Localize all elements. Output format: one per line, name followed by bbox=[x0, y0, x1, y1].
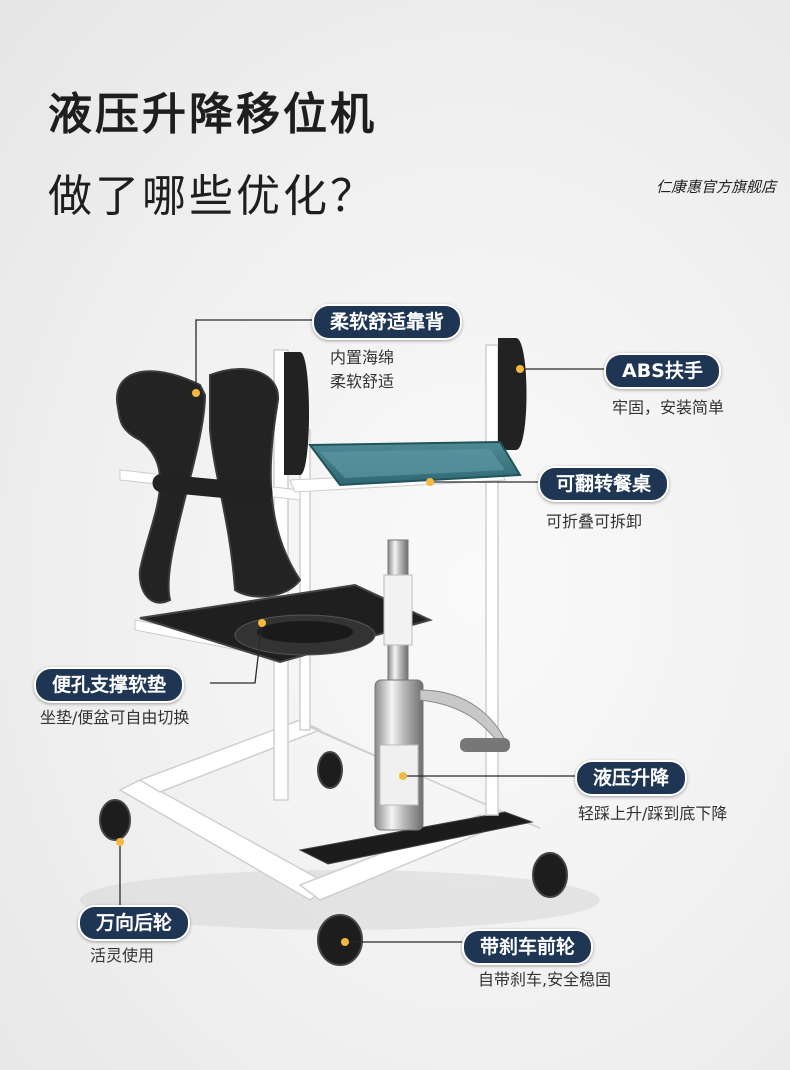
tray-label: 可翻转餐桌 bbox=[538, 466, 670, 502]
front-wheel-label: 带刹车前轮 bbox=[462, 929, 594, 965]
backrest-label: 柔软舒适靠背 bbox=[312, 304, 463, 340]
backrest-desc-2: 柔软舒适 bbox=[330, 372, 395, 391]
footplate bbox=[298, 811, 534, 865]
hydraulic-column bbox=[374, 539, 510, 831]
seat-cushion bbox=[139, 583, 433, 664]
armrest-label: ABS扶手 bbox=[604, 353, 721, 389]
cushion-label: 便孔支撑软垫 bbox=[34, 667, 185, 703]
hydraulic-desc: 轻踩上升/踩到底下降 bbox=[578, 804, 728, 823]
leader-lines bbox=[119, 319, 605, 943]
marker-dots bbox=[116, 365, 524, 946]
shop-name: 仁康惠官方旗舰店 bbox=[655, 178, 776, 196]
tray-desc: 可折叠可拆卸 bbox=[546, 512, 643, 531]
rear-wheel-desc: 活灵使用 bbox=[90, 946, 155, 965]
page-subtitle: 做了哪些优化？ bbox=[48, 171, 377, 222]
caster-wheels bbox=[99, 751, 568, 966]
armrest-desc: 牢固，安装简单 bbox=[612, 398, 725, 417]
backrest-desc-1: 内置海绵 bbox=[330, 348, 395, 367]
hydraulic-label: 液压升降 bbox=[575, 760, 688, 796]
rear-wheel-label: 万向后轮 bbox=[78, 905, 191, 941]
front-wheel-desc: 自带刹车,安全稳固 bbox=[478, 970, 612, 989]
tray-table bbox=[308, 440, 522, 487]
page-title: 液压升降移位机 bbox=[48, 89, 377, 140]
cushion-desc: 坐垫/便盆可自由切换 bbox=[40, 708, 190, 727]
